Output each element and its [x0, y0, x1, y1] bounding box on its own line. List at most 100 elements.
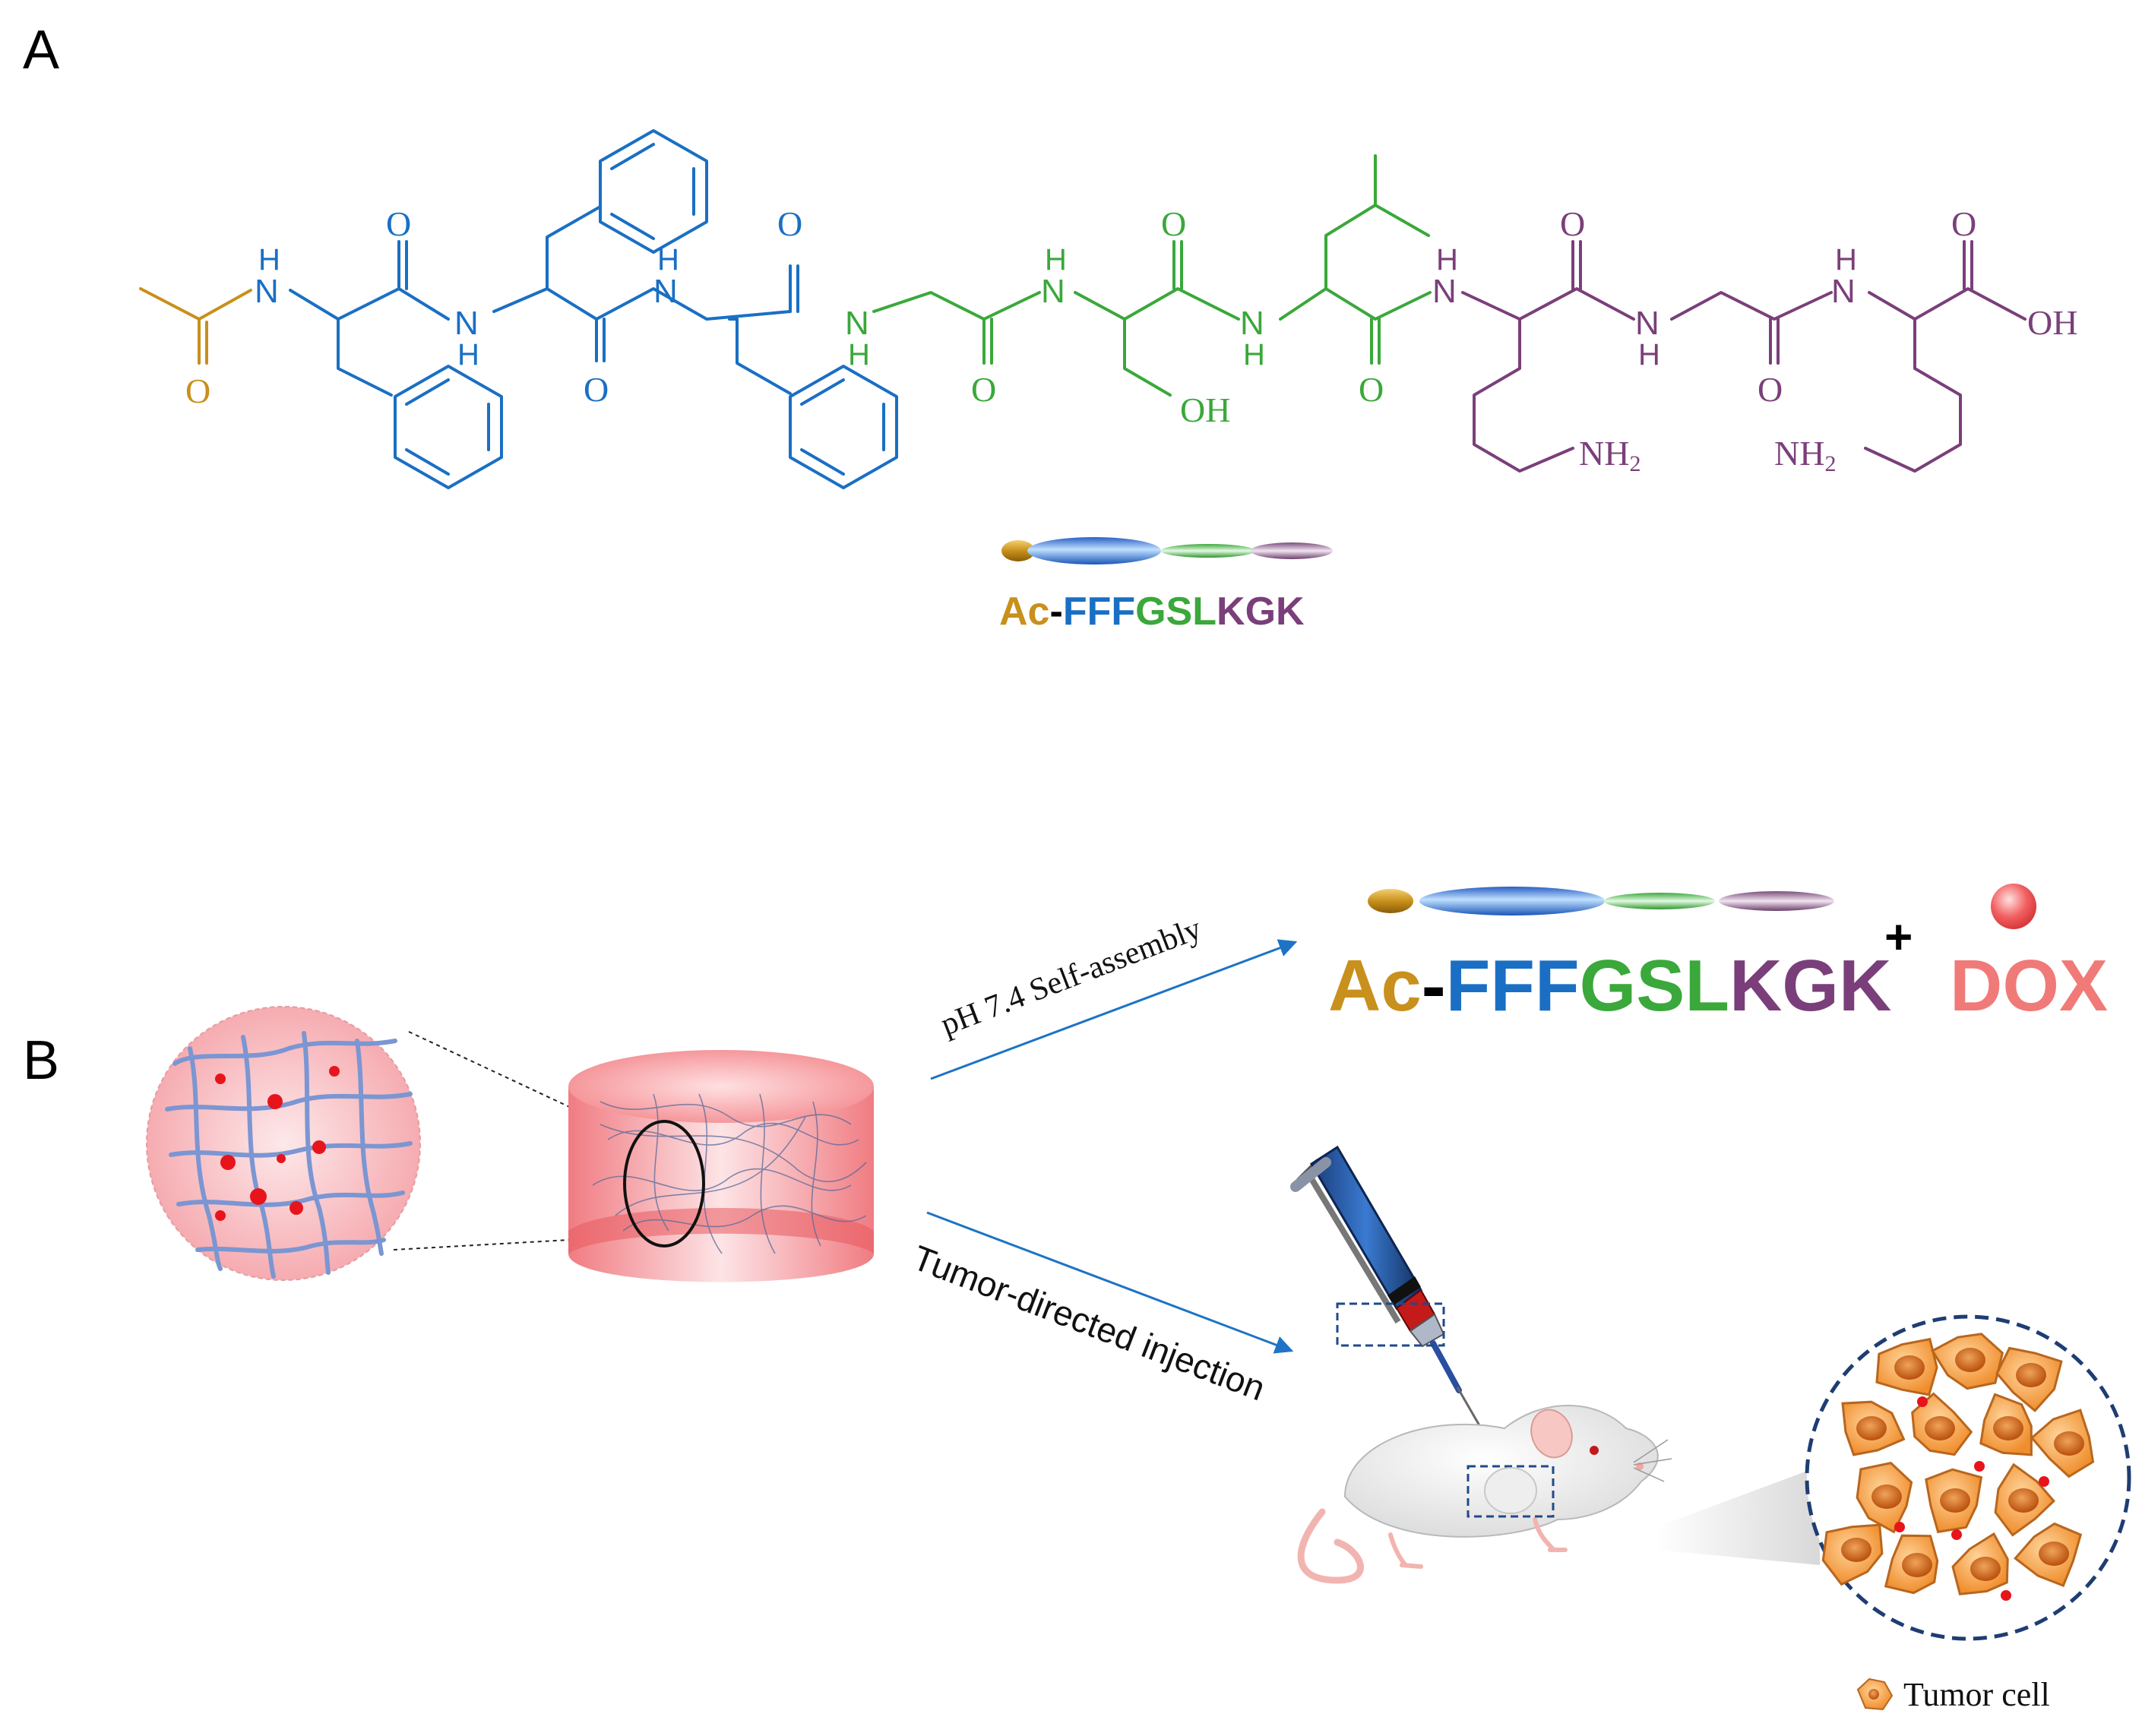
tumor-cell-nucleus — [2008, 1488, 2039, 1513]
zoom-connector-top — [408, 1031, 624, 1133]
hydrogel-zoom-circle — [146, 1006, 421, 1281]
atom-n: N — [845, 305, 869, 342]
sequence-label-a: Ac-FFFGSLKGK — [999, 590, 1305, 634]
tumor-cell-nucleus — [2016, 1363, 2046, 1387]
dox-sphere-icon — [1991, 884, 2036, 929]
bead-fff — [1419, 887, 1605, 915]
plus-sign: + — [1884, 909, 1913, 964]
tumor-cells — [1821, 1333, 2095, 1601]
dox-particle — [2039, 1476, 2049, 1487]
seq-gsl: GSL — [1580, 945, 1729, 1026]
bead-gsl — [1161, 544, 1255, 558]
atom-o: O — [386, 204, 411, 243]
tumor-cell-nucleus — [1856, 1416, 1887, 1440]
tumor-cell-nucleus — [1894, 1355, 1925, 1380]
seq-ac: Ac — [1328, 945, 1422, 1026]
atom-h: H — [1045, 243, 1067, 277]
hydrogel-cylinder — [568, 1050, 874, 1282]
atom-o: O — [1560, 204, 1585, 243]
atom-h: H — [1835, 243, 1857, 277]
atom-o: O — [1359, 370, 1384, 409]
dox-particle — [1951, 1529, 1962, 1540]
atom-labels: O H N O N H O H N O N H O H N O OH N H O… — [185, 204, 2077, 476]
atom-o: O — [1758, 370, 1783, 409]
mesh-fibers — [165, 1031, 413, 1279]
tumor-cell-nucleus — [1940, 1488, 1970, 1513]
self-assembly-arrow — [930, 939, 1298, 1080]
atom-h: H — [457, 338, 479, 372]
tumor-cell-nucleus — [1970, 1557, 2001, 1581]
bead-kgk — [1251, 542, 1333, 559]
panel-label-b: B — [23, 1030, 59, 1091]
seq-dash: - — [1049, 590, 1062, 634]
dox-label: DOX — [1950, 945, 2108, 1026]
atom-n: N — [1432, 273, 1457, 310]
sequence-beads-b — [1368, 887, 1834, 915]
atom-h: H — [657, 243, 679, 277]
bead-kgk — [1719, 891, 1834, 911]
bead-ac — [1001, 540, 1035, 561]
seq-kgk: KGK — [1729, 945, 1891, 1026]
atom-nh2: NH2 — [1774, 434, 1836, 476]
dox-particle — [1974, 1461, 1985, 1472]
mouse-icon — [1297, 1405, 1672, 1584]
atom-o: O — [185, 372, 210, 410]
injection-arrow — [926, 1211, 1294, 1354]
bead-ac — [1368, 889, 1413, 913]
atom-o: O — [1161, 204, 1186, 243]
panel-label-a: A — [23, 20, 59, 81]
drug-dots — [215, 1066, 340, 1221]
atom-oh: OH — [1180, 391, 1230, 429]
acetyl-bonds — [139, 287, 252, 365]
atom-o: O — [584, 370, 609, 409]
atom-o: O — [1951, 204, 1976, 243]
bead-fff — [1027, 537, 1161, 564]
tumor-cell-nucleus — [1841, 1538, 1871, 1562]
phe-bonds — [289, 129, 898, 489]
sequence-label-b: Ac-FFFGSLKGK — [1328, 945, 1891, 1026]
atom-h: H — [1638, 338, 1660, 372]
atom-n: N — [454, 305, 479, 342]
tumor-cell-nucleus — [1902, 1553, 1932, 1577]
tumor-cell-nucleus — [1925, 1416, 1955, 1440]
tumor-cell-nucleus — [1993, 1416, 2023, 1440]
tumor-cell-nucleus — [2039, 1542, 2069, 1566]
tumor-cell-nucleus — [1871, 1485, 1902, 1509]
seq-fff: FFF — [1446, 945, 1580, 1026]
self-assembly-label: pH 7.4 Self-assembly — [936, 911, 1206, 1042]
seq-dash: - — [1422, 945, 1446, 1026]
zoom-cone — [1656, 1466, 1820, 1565]
atom-h: H — [1243, 338, 1265, 372]
atom-n: N — [1831, 273, 1856, 310]
atom-h: H — [258, 243, 280, 277]
gel-selection-ellipse — [623, 1120, 705, 1247]
atom-h: H — [1436, 243, 1458, 277]
dox-particle — [1894, 1522, 1905, 1532]
gsl-bonds — [872, 154, 1432, 397]
dox-particle — [2001, 1590, 2011, 1601]
nh2-subscript: 2 — [1629, 451, 1641, 476]
legend: Tumor cell — [1856, 1676, 2050, 1713]
legend-label: Tumor cell — [1903, 1676, 2050, 1713]
atom-n: N — [1240, 305, 1264, 342]
gel-fibers — [592, 1093, 867, 1254]
atom-h: H — [848, 338, 870, 372]
atom-n: N — [653, 273, 678, 310]
peptide-structure — [139, 129, 2027, 489]
seq-kgk: KGK — [1217, 590, 1305, 634]
tumor-cell-nucleus — [1955, 1348, 1985, 1372]
atom-n: N — [255, 273, 279, 310]
syringe-icon — [1290, 1145, 1521, 1496]
seq-fff: FFF — [1063, 590, 1135, 634]
kgk-bonds — [1461, 240, 2027, 473]
atom-n: N — [1041, 273, 1065, 310]
tumor-zoom-circle — [1805, 1314, 2131, 1641]
seq-gsl: GSL — [1135, 590, 1217, 634]
atom-n: N — [1635, 305, 1659, 342]
dox-particle — [1917, 1396, 1928, 1407]
nh2-subscript: 2 — [1824, 451, 1836, 476]
seq-ac: Ac — [999, 590, 1049, 634]
atom-oh: OH — [2027, 303, 2077, 342]
